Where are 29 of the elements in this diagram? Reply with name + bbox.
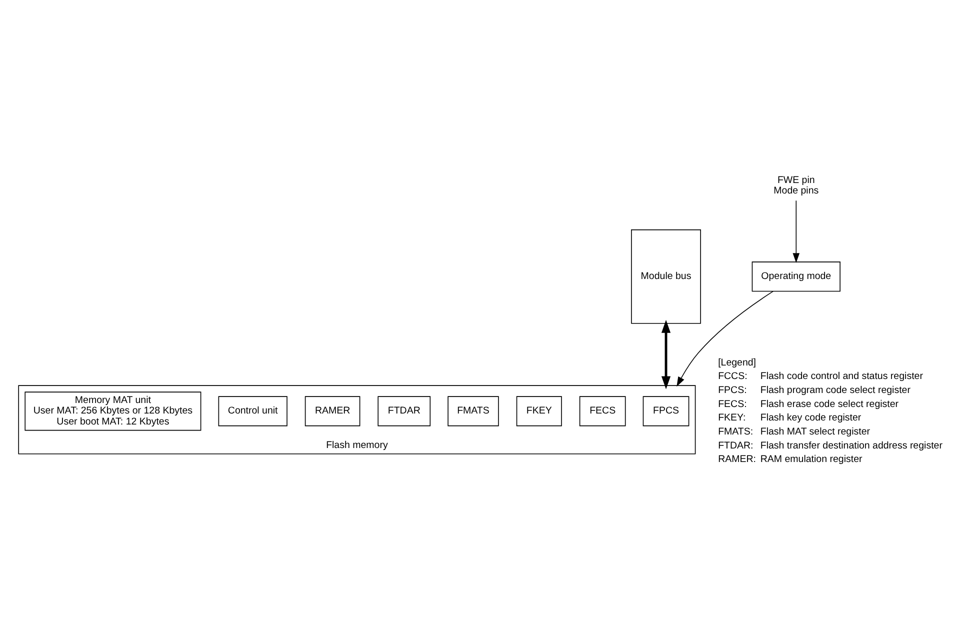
- label: Flash MAT select register: [760, 426, 870, 438]
- node-box: Operating mode: [752, 262, 840, 292]
- label: Flash key code register: [760, 412, 862, 424]
- node-box: FECS: [579, 396, 626, 426]
- node-box: FMATS: [448, 396, 499, 426]
- node-box: FTDAR: [378, 396, 431, 426]
- label: FMATS:: [718, 426, 754, 438]
- label: RAMER:: [718, 454, 756, 466]
- node-box: FKEY: [516, 396, 562, 426]
- arrow: [661, 320, 671, 390]
- label: FKEY:: [718, 412, 746, 424]
- arrow: [792, 200, 800, 263]
- arrow: [676, 290, 774, 387]
- node-box: Control unit: [218, 396, 288, 426]
- node-box: Module bus: [631, 229, 701, 324]
- label: FTDAR:: [718, 440, 754, 452]
- label: Flash program code select register: [760, 384, 910, 396]
- node-box: Memory MAT unit User MAT: 256 Kbytes or 128 Kbytes User boot MAT: 12 Kbytes: [24, 392, 202, 431]
- label: FPCS:: [718, 384, 747, 396]
- label: FCCS:: [718, 371, 748, 382]
- label: Flash transfer destination address register: [760, 440, 942, 452]
- node-box: FPCS: [642, 396, 690, 426]
- label: Flash code control and status register: [760, 371, 923, 382]
- node-text: FWE pin Mode pins: [774, 175, 819, 197]
- label: RAM emulation register: [760, 454, 862, 466]
- label: Flash erase code select register: [760, 398, 899, 410]
- label: FECS:: [718, 398, 747, 410]
- node-box: RAMER: [304, 396, 360, 426]
- label: [Legend]: [718, 357, 756, 368]
